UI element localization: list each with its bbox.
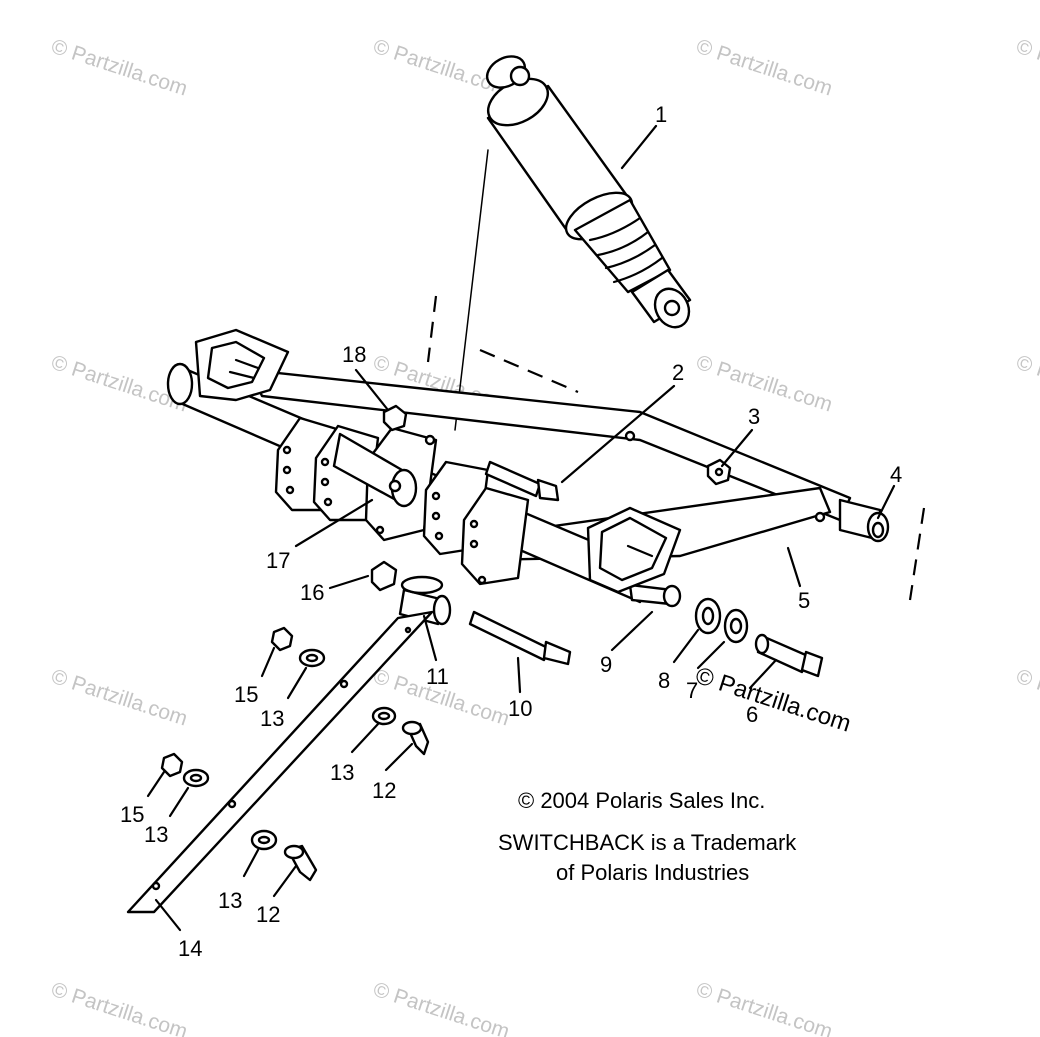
- watermark: © Partzilla.com: [693, 351, 835, 417]
- callout-14: 14: [178, 936, 202, 961]
- slide-strap-14: [126, 610, 434, 914]
- watermark: © Partzilla.com: [370, 978, 512, 1037]
- mount-plates: [274, 416, 530, 586]
- callout-16: 16: [300, 580, 324, 605]
- bolt-10: [468, 610, 572, 666]
- hardware-small: [160, 626, 430, 882]
- callout-6: 6: [746, 702, 758, 727]
- callout-1: 1: [655, 102, 667, 127]
- callout-10: 10: [508, 696, 532, 721]
- callout-13: 13: [260, 706, 284, 731]
- callout-3: 3: [748, 404, 760, 429]
- trademark-owner-line: of Polaris Industries: [556, 860, 749, 885]
- leader-lines: [146, 124, 896, 932]
- washers-7-8: [694, 597, 749, 644]
- callout-2: 2: [672, 360, 684, 385]
- watermark: © Partzilla.com: [693, 35, 835, 101]
- watermark: © Partzilla.com: [693, 978, 835, 1037]
- callout-12: 12: [372, 778, 396, 803]
- watermark: © Partzilla.com: [1013, 35, 1040, 101]
- nut-3: [706, 458, 732, 486]
- callout-13: 13: [218, 888, 242, 913]
- callout-13: 13: [144, 822, 168, 847]
- callout-15: 15: [120, 802, 144, 827]
- callout-17: 17: [266, 548, 290, 573]
- watermark: © Partzilla.com: [1013, 351, 1040, 417]
- copyright-block: © 2004 Polaris Sales Inc. SWITCHBACK is …: [498, 788, 797, 885]
- callout-7: 7: [686, 678, 698, 703]
- callout-9: 9: [600, 652, 612, 677]
- trademark-line: SWITCHBACK is a Trademark: [498, 830, 797, 855]
- callout-4: 4: [890, 462, 902, 487]
- left-bracket: [194, 328, 290, 402]
- watermark: © Partzilla.com: [48, 665, 190, 731]
- callout-5: 5: [798, 588, 810, 613]
- callout-18: 18: [342, 342, 366, 367]
- right-bracket: [586, 506, 682, 594]
- callout-labels: 1 2 3 4 5 6 7 8 9 10 11 12 12 13 13 13 1…: [120, 102, 902, 961]
- callout-11: 11: [426, 664, 449, 689]
- callout-15: 15: [234, 682, 258, 707]
- nut-18: [382, 404, 408, 432]
- shock-absorber: [485, 55, 692, 329]
- watermark-overlay: © Partzilla.com: [692, 662, 854, 738]
- watermark: © Partzilla.com: [1013, 665, 1040, 731]
- centerlines: [426, 149, 926, 601]
- copyright-line: © 2004 Polaris Sales Inc.: [518, 788, 765, 813]
- callout-8: 8: [658, 668, 670, 693]
- nut-16: [370, 560, 398, 592]
- watermark: © Partzilla.com: [48, 978, 190, 1037]
- bolt-6: [754, 633, 824, 678]
- cross-shaft: [332, 432, 418, 508]
- bolt-2: [484, 460, 560, 502]
- callout-12: 12: [256, 902, 280, 927]
- watermark: © Partzilla.com: [48, 35, 190, 101]
- callout-13: 13: [330, 760, 354, 785]
